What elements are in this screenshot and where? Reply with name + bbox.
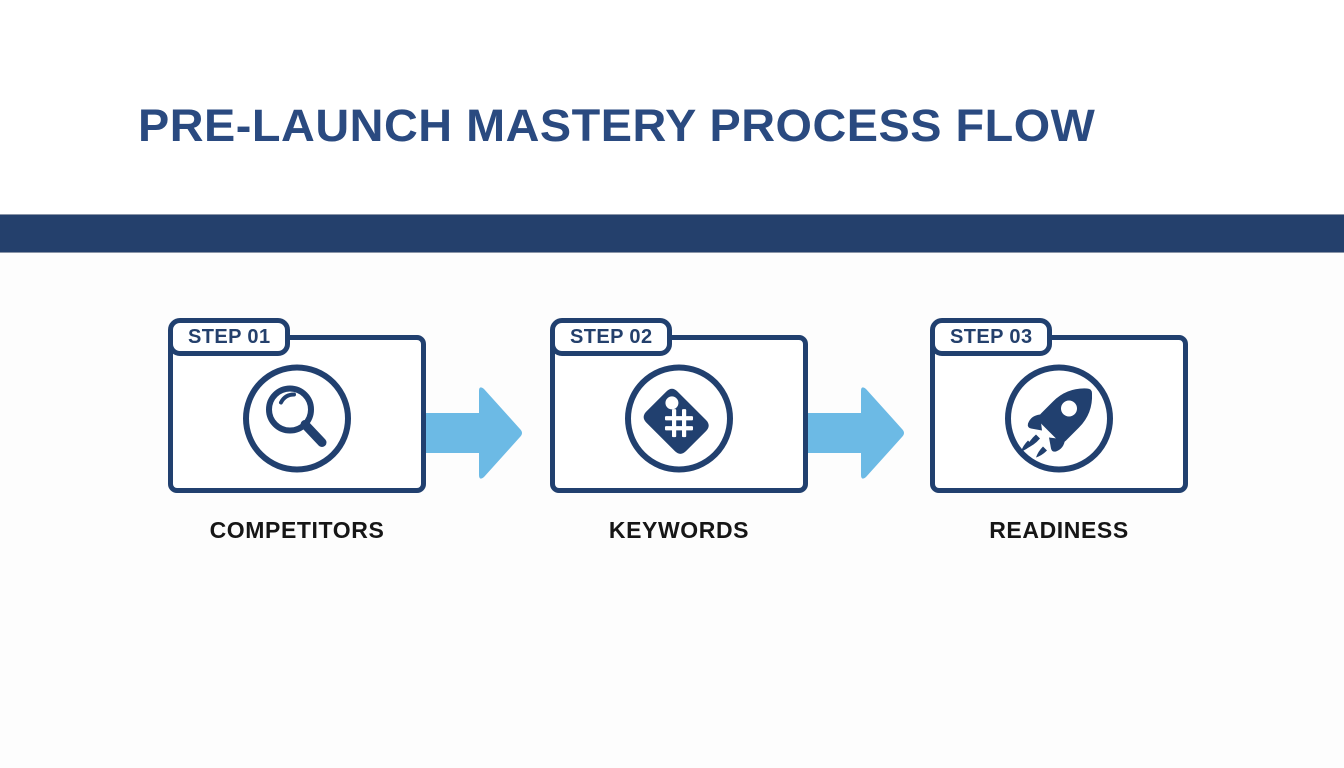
page-title: PRE-LAUNCH MASTERY PROCESS FLOW <box>138 100 1096 151</box>
arrow-right-icon-2 <box>806 385 906 481</box>
title-banner: PRE-LAUNCH MASTERY PROCESS FLOW <box>0 0 1344 214</box>
step-card-3[interactable]: STEP 03 <box>930 318 1188 493</box>
rocket-icon <box>1003 362 1115 474</box>
step-badge-3-label: STEP 03 <box>950 326 1033 348</box>
step-label-2: KEYWORDS <box>608 517 750 543</box>
step-badge-2-label: STEP 02 <box>570 326 653 348</box>
step-badge-1-label: STEP 01 <box>188 326 271 348</box>
price-tag-hash-icon <box>623 362 735 474</box>
header-divider-bar <box>0 214 1344 253</box>
process-flow-diagram: STEP 01 STEP 02 <box>0 253 1344 768</box>
step-label-3: READINESS <box>989 517 1129 543</box>
step-card-2[interactable]: STEP 02 <box>550 318 808 493</box>
arrow-right-icon-1 <box>424 385 524 481</box>
step-badge-3: STEP 03 <box>930 318 1053 356</box>
step-badge-1: STEP 01 <box>168 318 291 356</box>
magnifying-glass-icon <box>241 362 353 474</box>
step-badge-2: STEP 02 <box>550 318 673 356</box>
step-card-1[interactable]: STEP 01 <box>168 318 426 493</box>
step-card-2-body <box>550 335 808 493</box>
step-label-1: COMPETITORS <box>209 517 385 543</box>
